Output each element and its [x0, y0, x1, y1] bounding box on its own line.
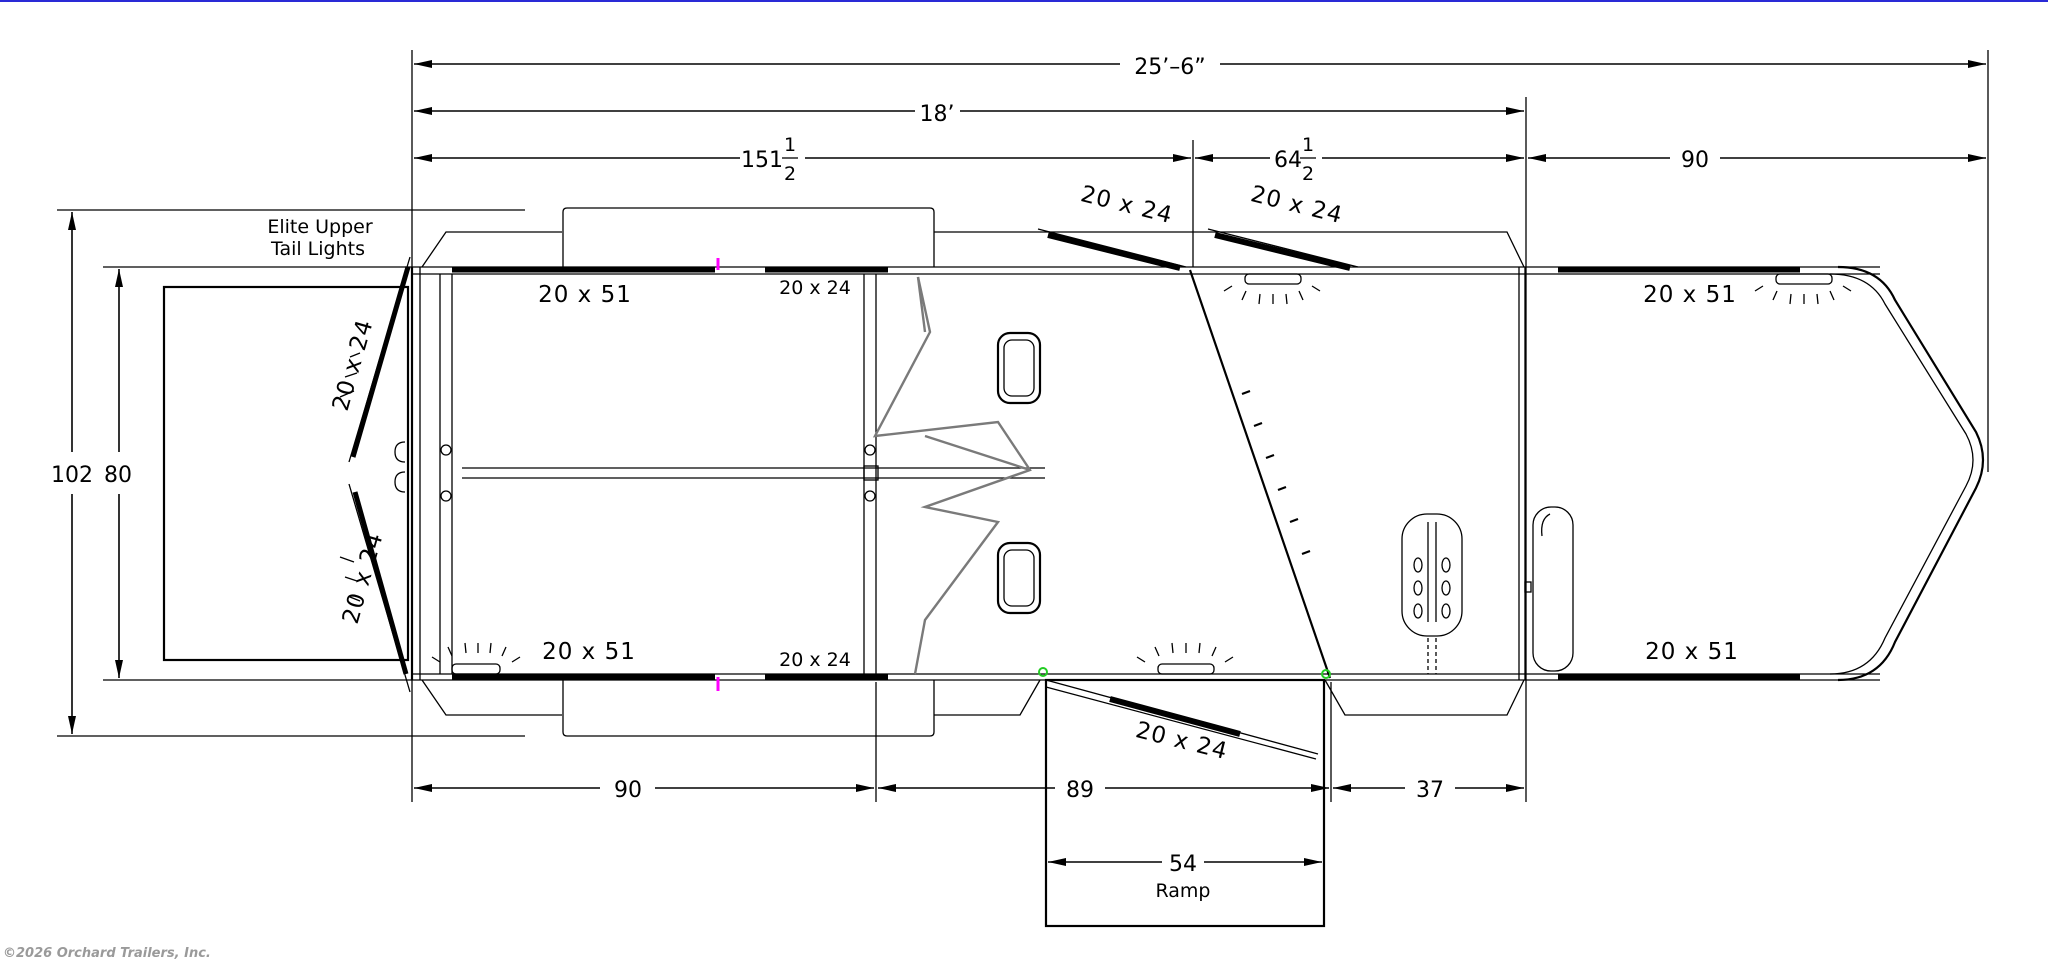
rear-doors: Elite Upper Tail Lights 20 x 24 20 x 24 [162, 216, 411, 693]
front-section-fraction-den: 2 [784, 163, 796, 185]
middle-section-label: 64 [1274, 148, 1302, 173]
bottom-stall-dimension-label: 90 [614, 778, 642, 803]
top-right-window-label: 20 x 51 [1643, 282, 1737, 308]
front-section-label: 151 [741, 148, 783, 173]
window-bars: 20 x 24 20 x 24 20 x 51 20 x 24 20 x 51 … [452, 181, 1800, 691]
overall-length-label: 25’–6” [1134, 55, 1205, 80]
interior-lights [431, 273, 1852, 675]
width-dimension-lines: 102 80 [51, 209, 525, 737]
nose-section-label: 90 [1681, 148, 1709, 173]
ramp-width-label: 54 [1169, 852, 1197, 877]
bottom-center-window-label: 20 x 24 [779, 649, 851, 671]
top-dimension-lines: 25’–6” 18’ 151 1 2 64 1 2 90 [411, 50, 1989, 802]
bottom-right-window-label: 20 x 51 [1645, 639, 1739, 665]
top-left-window-label: 20 x 51 [538, 282, 632, 308]
bottom-dimension-lines: 90 89 37 [414, 682, 1524, 803]
top-drop-window-1-label: 20 x 24 [1078, 181, 1175, 229]
front-section-fraction-num: 1 [784, 134, 796, 156]
inner-width-label: 80 [104, 463, 132, 488]
tail-lights-line-1: Elite Upper [267, 216, 372, 238]
copyright-text: ©2026 Orchard Trailers, Inc. [3, 946, 211, 961]
top-drop-window-2-label: 20 x 24 [1248, 181, 1345, 229]
top-center-window-label: 20 x 24 [779, 277, 851, 299]
bottom-middle-dimension-label: 89 [1066, 778, 1094, 803]
ramp-label: Ramp [1156, 880, 1211, 902]
bottom-left-window-label: 20 x 51 [542, 639, 636, 665]
bottom-tack-dimension-label: 37 [1416, 778, 1444, 803]
middle-section-fraction-den: 2 [1302, 163, 1314, 185]
middle-section-fraction-num: 1 [1302, 134, 1314, 156]
tail-lights-line-2: Tail Lights [270, 238, 365, 260]
box-length-label: 18’ [920, 102, 955, 127]
trailer-body [410, 207, 1985, 737]
outer-width-label: 102 [51, 463, 93, 488]
